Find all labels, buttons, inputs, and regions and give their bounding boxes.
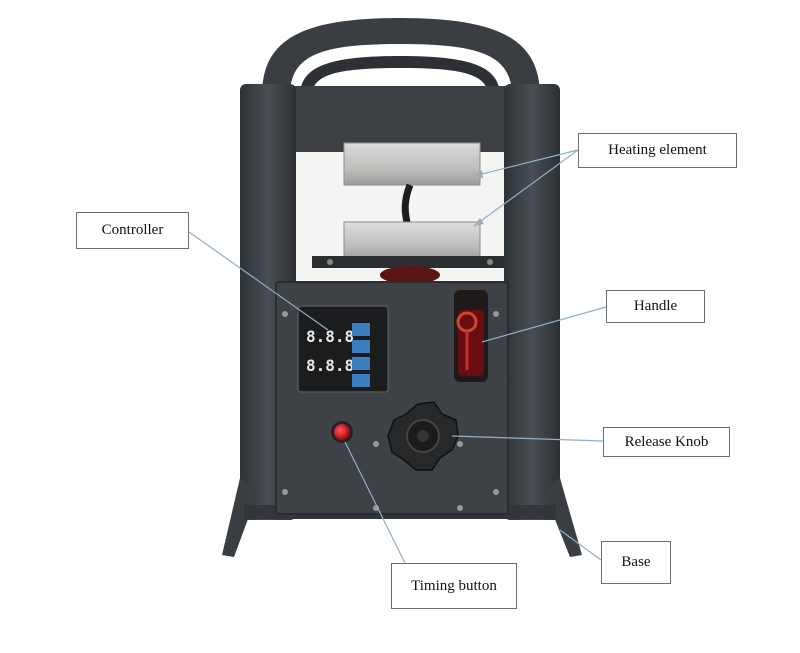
label-base: Base <box>601 541 671 584</box>
platform-plate <box>312 256 504 268</box>
leader-heating-lower <box>473 149 579 227</box>
controller-mode-button[interactable] <box>352 374 370 387</box>
release-knob[interactable] <box>387 401 459 471</box>
handle[interactable] <box>454 290 488 382</box>
controller-up-button[interactable] <box>352 340 370 353</box>
lower-heating-plate <box>343 221 481 261</box>
top-crossbar <box>242 86 558 152</box>
leader-timing <box>344 441 406 564</box>
screws <box>282 311 499 511</box>
leader-lines <box>188 149 607 564</box>
label-timing-button: Timing button <box>391 563 517 609</box>
leader-handle <box>481 306 607 343</box>
controller-lower-readout: 8.8.8 <box>306 356 354 375</box>
label-release-knob: Release Knob <box>603 427 730 457</box>
leader-arrowheads <box>474 170 484 226</box>
leader-controller <box>188 231 329 331</box>
controller-set-button[interactable] <box>352 323 370 336</box>
top-carry-handle <box>262 18 540 96</box>
right-column <box>504 84 560 520</box>
leader-heating-upper <box>473 149 579 177</box>
label-heating-element: Heating element <box>578 133 737 168</box>
leader-knob <box>451 435 604 442</box>
controller-upper-readout: 8.8.8 <box>306 327 354 346</box>
upper-heating-plate <box>343 142 481 186</box>
label-handle: Handle <box>606 290 705 323</box>
label-controller: Controller <box>76 212 189 249</box>
timing-button[interactable] <box>331 421 353 443</box>
piston <box>380 266 440 284</box>
leader-base <box>559 529 602 561</box>
controller: 8.8.8 8.8.8 <box>297 305 389 393</box>
controller-down-button[interactable] <box>352 357 370 370</box>
